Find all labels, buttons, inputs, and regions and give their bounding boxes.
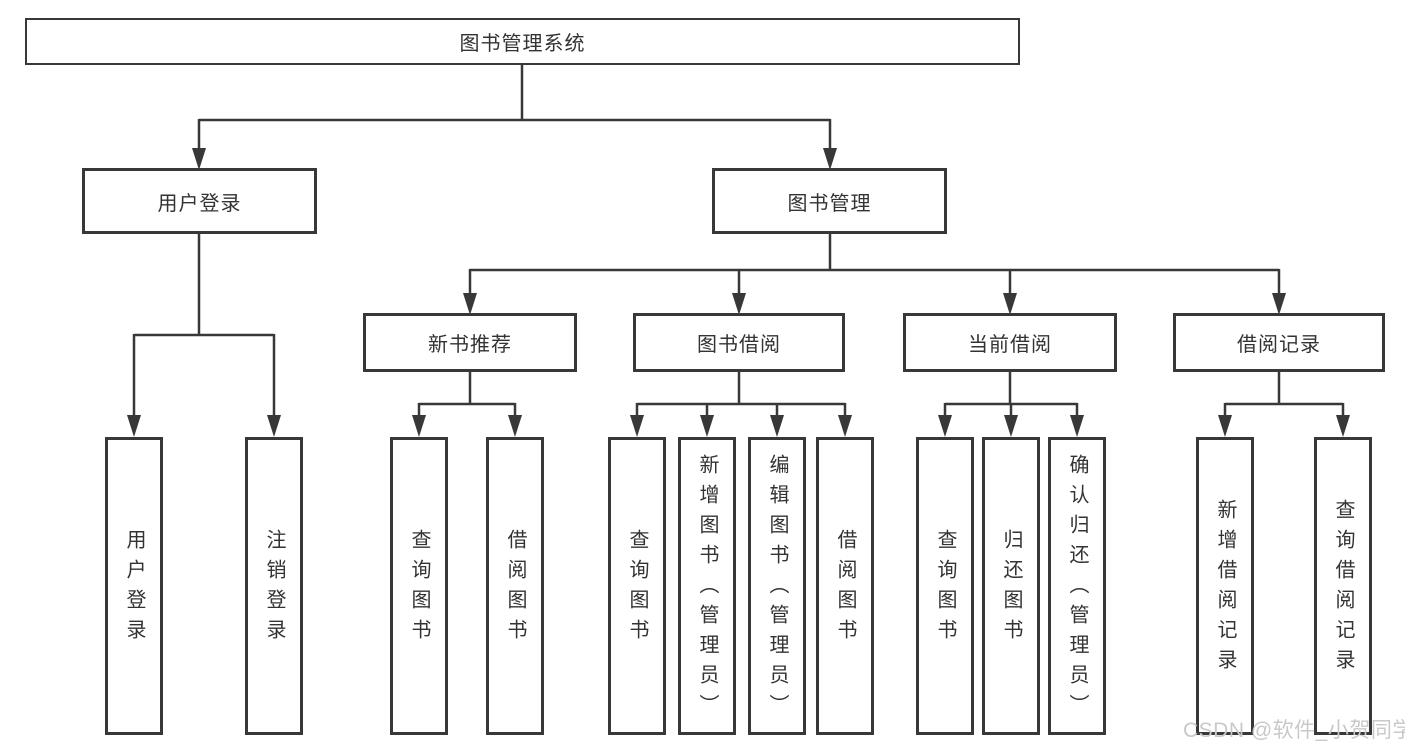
watermark: CSDN @软件_小贺同学 <box>1183 719 1405 742</box>
node-user-login: 用户登录 <box>82 168 317 234</box>
leaf-borrow-books-recommendation: 借阅图书 <box>486 437 544 735</box>
leaf-user-login: 用户登录 <box>105 437 163 735</box>
node-book-borrowing: 图书借阅 <box>633 313 845 372</box>
leaf-query-books-borrowing: 查询图书 <box>608 437 666 735</box>
node-borrowing-records: 借阅记录 <box>1173 313 1385 372</box>
leaf-confirm-return-admin: 确认归还（管理员） <box>1048 437 1106 735</box>
leaf-return-books: 归还图书 <box>982 437 1040 735</box>
node-current-borrowing: 当前借阅 <box>903 313 1117 372</box>
leaf-borrow-books-borrowing: 借阅图书 <box>816 437 874 735</box>
leaf-add-book-admin: 新增图书（管理员） <box>678 437 736 735</box>
node-new-book-recommendation: 新书推荐 <box>363 313 577 372</box>
leaf-edit-book-admin: 编辑图书（管理员） <box>748 437 806 735</box>
node-book-management: 图书管理 <box>712 168 947 234</box>
leaf-query-borrow-record: 查询借阅记录 <box>1314 437 1372 735</box>
leaf-query-books-current: 查询图书 <box>916 437 974 735</box>
leaf-logout: 注销登录 <box>245 437 303 735</box>
leaf-query-books-recommendation: 查询图书 <box>390 437 448 735</box>
node-library-management-system: 图书管理系统 <box>25 18 1020 65</box>
leaf-add-borrow-record: 新增借阅记录 <box>1196 437 1254 735</box>
